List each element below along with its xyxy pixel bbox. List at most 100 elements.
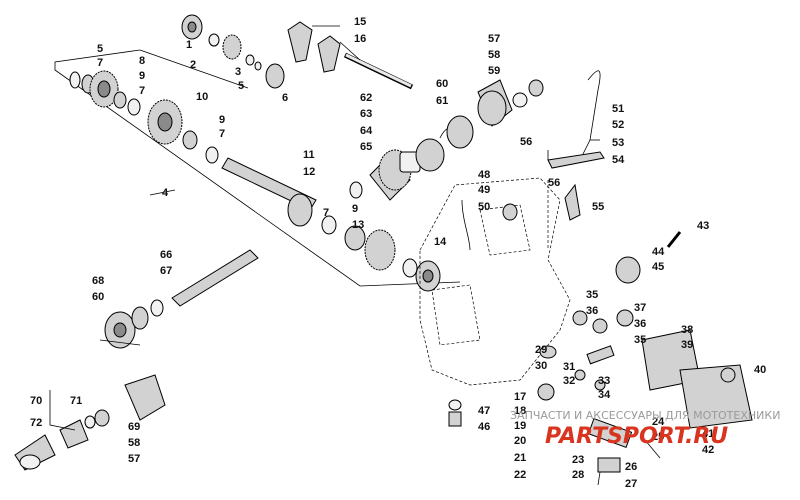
bevel-gear-group (349, 115, 474, 201)
callout-c72: 72 (30, 417, 42, 429)
callout-c12: 12 (303, 166, 315, 178)
callout-c21: 21 (514, 452, 526, 464)
callout-c50: 50 (478, 201, 490, 213)
callout-c29: 29 (535, 344, 547, 356)
callout-c37: 37 (634, 302, 646, 314)
callout-c26: 26 (625, 461, 637, 473)
watermark-logo: PARTSPORT.RU (545, 424, 728, 449)
callout-c39: 39 (681, 339, 693, 351)
callout-c48: 48 (478, 169, 490, 181)
callout-c28: 28 (572, 469, 584, 481)
callout-c60b: 60 (92, 291, 104, 303)
callout-c59: 59 (488, 65, 500, 77)
lower-shaft (104, 249, 259, 349)
callout-c15: 15 (354, 16, 366, 28)
callout-c13: 13 (352, 219, 364, 231)
callout-c36b: 36 (634, 318, 646, 330)
shift-fork-group (287, 21, 414, 90)
callout-c34: 34 (598, 389, 611, 401)
callout-c7d: 7 (323, 207, 329, 219)
main-shaft (221, 157, 441, 292)
callout-c66: 66 (160, 249, 172, 261)
callout-c70: 70 (30, 395, 42, 407)
callout-c68: 68 (92, 275, 104, 287)
callout-c7a: 7 (97, 57, 103, 69)
part-callout-numbers: 1234556777789991011121314151617181920212… (30, 16, 766, 490)
callout-c10: 10 (196, 91, 208, 103)
callout-c47: 47 (478, 405, 490, 417)
callout-c5b: 5 (238, 80, 244, 92)
callout-c58b: 58 (128, 437, 140, 449)
callout-c30: 30 (535, 360, 547, 372)
callout-c56b: 56 (548, 177, 560, 189)
callout-c45: 45 (652, 261, 664, 273)
callout-c51: 51 (612, 103, 624, 115)
callout-c31: 31 (563, 361, 575, 373)
callout-c14: 14 (434, 236, 447, 248)
callout-c8: 8 (139, 55, 145, 67)
callout-c27: 27 (625, 478, 637, 490)
callout-c41: 41 (702, 428, 714, 440)
callout-c49: 49 (478, 184, 490, 196)
callout-c65: 65 (360, 141, 372, 153)
callout-c22: 22 (514, 469, 526, 481)
callout-c11: 11 (303, 149, 315, 161)
callout-c36a: 36 (586, 305, 598, 317)
right-cover-group (641, 329, 753, 429)
callout-c19: 19 (514, 420, 526, 432)
output-flange-group (477, 79, 544, 127)
callout-c58a: 58 (488, 49, 500, 61)
top-gear-group (181, 14, 285, 89)
callout-c18: 18 (514, 405, 526, 417)
callout-c4: 4 (162, 187, 169, 199)
callout-c35a: 35 (586, 289, 598, 301)
callout-c60a: 60 (436, 78, 448, 90)
callout-c32: 32 (563, 375, 575, 387)
callout-c7b: 7 (139, 85, 145, 97)
callout-c44: 44 (652, 246, 665, 258)
callout-c42: 42 (702, 444, 714, 456)
sensor-and-drain-group (448, 199, 518, 427)
watermark: ЗАПЧАСТИ И АКСЕССУАРЫ ДЛЯ МОТОТЕХНИКИ PA… (510, 409, 780, 449)
callout-c57b: 57 (128, 453, 140, 465)
callout-c7c: 7 (219, 128, 225, 140)
callout-c55: 55 (592, 201, 604, 213)
callout-c64: 64 (360, 125, 373, 137)
callout-c54: 54 (612, 154, 625, 166)
callout-c61: 61 (436, 95, 448, 107)
u-joint-group (14, 339, 166, 471)
callout-c52: 52 (612, 119, 624, 131)
callout-c38: 38 (681, 324, 693, 336)
callout-c63: 63 (360, 108, 372, 120)
callout-c57a: 57 (488, 33, 500, 45)
callout-c6: 6 (282, 92, 288, 104)
callout-c9c: 9 (352, 203, 358, 215)
linkage-parts-group (539, 231, 682, 391)
callout-c23: 23 (572, 454, 584, 466)
lower-linkage-group (537, 383, 661, 486)
callout-c46: 46 (478, 421, 490, 433)
callout-c25: 25 (652, 431, 664, 443)
watermark-tagline: ЗАПЧАСТИ И АКСЕССУАРЫ ДЛЯ МОТОТЕХНИКИ (510, 409, 780, 422)
callout-c69: 69 (128, 421, 140, 433)
callout-c56a: 56 (520, 136, 532, 148)
callout-c43: 43 (697, 220, 709, 232)
callout-c17: 17 (514, 391, 526, 403)
callout-c3: 3 (235, 66, 241, 78)
callout-c33: 33 (598, 375, 610, 387)
callout-c53: 53 (612, 137, 624, 149)
callout-c67: 67 (160, 265, 172, 277)
shift-lever-group (547, 70, 605, 221)
callout-c9a: 9 (139, 70, 145, 82)
callout-c2: 2 (190, 59, 196, 71)
callout-c5a: 5 (97, 43, 103, 55)
upper-gear-stack (69, 70, 219, 164)
callout-c9b: 9 (219, 114, 225, 126)
callout-c20: 20 (514, 435, 526, 447)
callout-c35b: 35 (634, 334, 646, 346)
callout-c71: 71 (70, 395, 82, 407)
callout-c1: 1 (186, 39, 192, 51)
assembly-bracket-4 (54, 49, 461, 287)
callout-c62: 62 (360, 92, 372, 104)
